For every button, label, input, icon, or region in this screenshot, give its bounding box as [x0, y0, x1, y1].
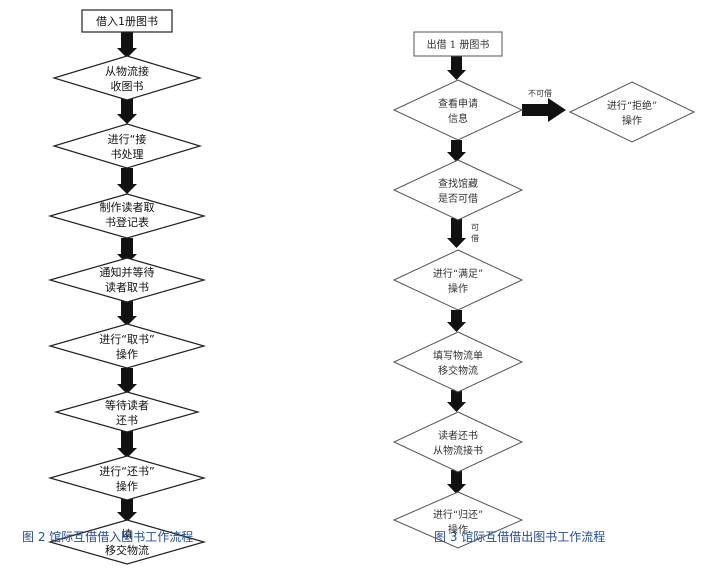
node-label-line2: 移交物流 [105, 543, 149, 557]
node-label-line1: 查找馆藏 [438, 177, 478, 190]
node-label-line1: 读者还书 [438, 429, 478, 442]
arrow-r5-r6 [447, 470, 466, 494]
node-label-line1: 查看申请 [438, 97, 478, 110]
arrow-l0-l1 [117, 32, 137, 58]
arrow-l3-l4 [117, 238, 137, 264]
node-label-line1: 进行“接 [108, 133, 147, 146]
node-label-line1: 从物流接 [105, 64, 149, 78]
node-label-line2: 从物流接书 [433, 444, 483, 457]
left-node-pickup-operation: 进行“取书” 操作 [47, 323, 207, 369]
node-label-line1: 填 [122, 527, 133, 541]
arrow-l5-l6 [117, 368, 137, 394]
node-label-line2: 操作 [448, 282, 468, 295]
right-node-check-holdings: 查找馆藏 是否可借 [392, 159, 524, 221]
edge-label-borrowable: 可 [471, 223, 479, 232]
right-node-return-operation: 进行“归还” 操作 [392, 491, 524, 549]
node-label-line1: 进行“取书” [99, 333, 154, 346]
arrow-r1-r2 [447, 140, 466, 162]
node-label-line1: 进行“满足” [433, 267, 483, 280]
right-figure-caption: 图 3 馆际互借借出图书工作流程 [434, 529, 605, 544]
left-node-transfer-logistics: 填 移交物流 [47, 519, 207, 565]
node-label-line2: 收图书 [111, 79, 144, 93]
node-label-line1: 进行“归还” [433, 508, 483, 521]
left-start-label: 借入1册图书 [96, 15, 158, 28]
node-label-line2: 操作 [622, 114, 642, 127]
arrow-r4-r5 [447, 390, 466, 412]
left-node-return-operation: 进行“还书” 操作 [47, 455, 207, 501]
arrow-l2-l3 [117, 168, 137, 194]
node-label-line1: 等待读者 [105, 398, 149, 412]
arrow-l4-l5 [117, 300, 137, 326]
node-label-line2: 书登记表 [105, 215, 149, 229]
right-flowchart: 不可借 可 借 出借 1 册图书 查看申请 信息 进行“拒绝” 操作 查找馆藏 … [392, 31, 696, 549]
left-flowchart: 借入1册图书 从物流接 收图书 进行“接 书处理 制作读者取 书登记表 通知并等… [22, 9, 207, 565]
right-node-reader-return: 读者还书 从物流接书 [392, 411, 524, 473]
arrow-l7-l8 [117, 498, 137, 522]
arrow-r1-reject [522, 98, 566, 122]
node-label-line1: 制作读者取 [100, 200, 155, 214]
edge-label-not-borrowable: 不可借 [528, 88, 552, 98]
left-node-notify-reader: 通知并等待 读者取书 [47, 257, 207, 303]
arrow-l1-l2 [117, 98, 137, 124]
left-node-wait-return: 等待读者 还书 [53, 391, 201, 433]
left-figure-caption: 图 2 馆际互借借入图书工作流程 [22, 529, 193, 544]
node-label-line1: 进行“还书” [99, 465, 154, 478]
arrow-r3-r4 [447, 310, 466, 332]
left-node-make-pickup-register: 制作读者取 书登记表 [47, 193, 207, 239]
right-node-fill-logistics-form: 填写物流单 移交物流 [392, 331, 524, 393]
left-start-node: 借入1册图书 [81, 9, 173, 33]
left-node-receive-from-logistics: 从物流接 收图书 [51, 55, 203, 101]
right-node-satisfy-operation: 进行“满足” 操作 [392, 249, 524, 311]
node-label-line1: 通知并等待 [100, 265, 155, 279]
node-label-line2: 读者取书 [105, 280, 149, 294]
node-label-line1: 进行“拒绝” [607, 99, 657, 112]
left-node-receive-processing: 进行“接 书处理 [51, 123, 203, 169]
node-label-line2: 书处理 [111, 148, 144, 161]
right-node-view-request: 查看申请 信息 [392, 79, 524, 141]
node-label-line2: 还书 [116, 414, 138, 427]
node-label-line2: 操作 [116, 479, 138, 493]
edge-label-borrowable-2: 借 [471, 233, 479, 243]
node-label-line2: 移交物流 [438, 364, 478, 377]
arrow-l6-l7 [117, 430, 137, 458]
right-start-node: 出借 1 册图书 [413, 31, 503, 57]
node-label-line2: 操作 [116, 347, 138, 361]
node-label-line2: 是否可借 [438, 193, 478, 205]
node-label-line2: 操作 [448, 523, 468, 536]
node-label-line1: 填写物流单 [433, 349, 483, 362]
right-node-reject-operation: 进行“拒绝” 操作 [568, 81, 696, 143]
node-label-line2: 信息 [448, 112, 468, 125]
arrow-r2-r3 [447, 218, 466, 248]
right-start-label: 出借 1 册图书 [427, 38, 490, 51]
arrow-r0-r1 [447, 56, 466, 80]
